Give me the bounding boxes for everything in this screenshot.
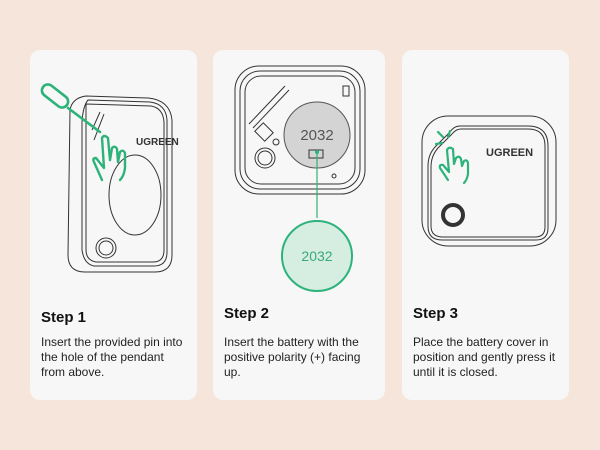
pendant-pin-illustration: UGREEN (40, 83, 179, 273)
step-card-3: UGREEN Step 3 Place the battery cover in… (402, 50, 569, 400)
battery-label: 2032 (300, 127, 333, 144)
hand-press-icon (434, 129, 470, 185)
step-description: Insert the provided pin into the hole of… (41, 335, 183, 379)
brand-logo: UGREEN (136, 137, 179, 148)
sim-pin-icon (40, 83, 102, 134)
button-ring (441, 203, 465, 227)
battery-callout: 2032 (281, 220, 353, 292)
coin-battery-icon: 2032 (283, 101, 351, 169)
svg-text:2032: 2032 (301, 248, 332, 264)
brand-logo: UGREEN (486, 147, 533, 159)
cover-press-illustration: UGREEN (421, 115, 557, 247)
step-title: Step 3 (413, 305, 459, 322)
step-title: Step 2 (224, 305, 270, 322)
step-description: Place the battery cover in position and … (413, 335, 556, 379)
step-card-2: 2032 2032 Step 2 Insert the battery with… (213, 50, 385, 400)
step-title: Step 1 (41, 309, 87, 326)
battery-insert-illustration: 2032 2032 (234, 65, 366, 292)
step-description: Insert the battery with the positive pol… (224, 335, 361, 379)
hand-pointer-icon (92, 134, 127, 182)
step-card-1: UGREEN Step 1 Insert the provided pin in… (30, 50, 197, 400)
